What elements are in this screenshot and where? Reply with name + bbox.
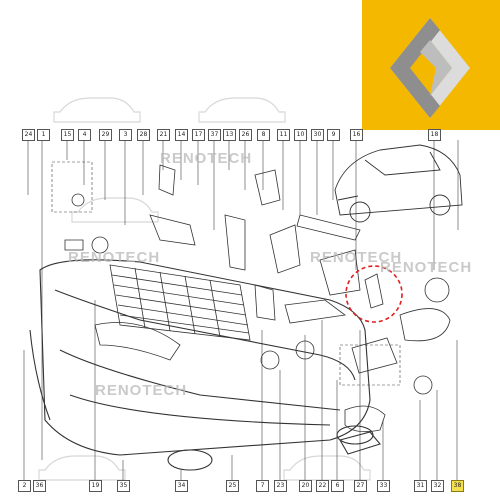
part-callout-7[interactable]: 7 [256,480,269,492]
part-callout-22[interactable]: 22 [316,480,329,492]
part-callout-8[interactable]: 8 [257,129,270,141]
part-callout-31[interactable]: 31 [414,480,427,492]
part-callout-24[interactable]: 24 [22,129,35,141]
part-callout-9[interactable]: 9 [327,129,340,141]
part-callout-28[interactable]: 28 [137,129,150,141]
part-callout-6[interactable]: 6 [331,480,344,492]
part-callout-2[interactable]: 2 [18,480,31,492]
part-callout-25[interactable]: 25 [226,480,239,492]
part-callout-10[interactable]: 10 [294,129,307,141]
mounting-brackets [64,164,451,433]
watermark-text: RENOTECH [380,259,472,276]
watermark-text: RENOTECH [160,150,252,167]
part-callout-15[interactable]: 15 [61,129,74,141]
part-callout-26[interactable]: 26 [239,129,252,141]
part-callout-14[interactable]: 14 [175,129,188,141]
part-callout-34[interactable]: 34 [175,480,188,492]
leader-lines [23,140,459,480]
part-callout-27[interactable]: 27 [354,480,367,492]
part-callout-11[interactable]: 11 [277,129,290,141]
watermark-text: RENOTECH [95,382,187,399]
highlighted-part-marker [345,265,403,323]
part-callout-35[interactable]: 35 [117,480,130,492]
renault-diamond-icon [390,18,470,118]
part-callout-30[interactable]: 30 [311,129,324,141]
watermark-text: RENOTECH [310,249,402,266]
part-callout-20[interactable]: 20 [299,480,312,492]
front-bumper-cover [29,259,381,471]
part-callout-4[interactable]: 4 [78,129,91,141]
part-callout-36[interactable]: 36 [33,480,46,492]
part-callout-13[interactable]: 13 [223,129,236,141]
part-callout-38[interactable]: 38 [451,480,464,492]
part-callout-33[interactable]: 33 [377,480,390,492]
vehicle-reference-icon [334,144,463,223]
part-callout-1[interactable]: 1 [37,129,50,141]
part-callout-37[interactable]: 37 [208,129,221,141]
part-callout-19[interactable]: 19 [89,480,102,492]
part-callout-16[interactable]: 16 [350,129,363,141]
part-callout-29[interactable]: 29 [99,129,112,141]
part-callout-17[interactable]: 17 [192,129,205,141]
radiator-grille [94,264,251,361]
part-callout-32[interactable]: 32 [431,480,444,492]
watermark-text: RENOTECH [68,249,160,266]
part-callout-23[interactable]: 23 [274,480,287,492]
part-callout-3[interactable]: 3 [119,129,132,141]
part-callout-18[interactable]: 18 [428,129,441,141]
part-callout-21[interactable]: 21 [157,129,170,141]
